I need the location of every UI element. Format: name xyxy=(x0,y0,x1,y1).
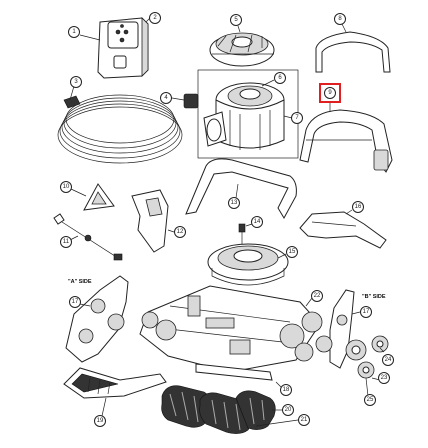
callout-9-label: 9 xyxy=(328,90,332,96)
callout-14 xyxy=(251,216,263,228)
callout-23 xyxy=(378,372,390,384)
callout-17-a-label: 17 xyxy=(72,299,79,305)
callout-25 xyxy=(364,394,376,406)
screw-part xyxy=(238,223,246,246)
a-side-label: "A" SIDE xyxy=(68,279,92,285)
handle-frame-part xyxy=(299,109,393,173)
callout-6 xyxy=(274,72,286,84)
grip-part xyxy=(83,183,115,211)
callout-19-label: 19 xyxy=(97,418,104,424)
bracket-part xyxy=(131,189,169,253)
callout-10-label: 10 xyxy=(63,184,70,190)
callout-17-a xyxy=(69,296,81,308)
callout-21-label: 21 xyxy=(301,417,308,423)
callout-7-label: 7 xyxy=(295,115,299,121)
callout-12 xyxy=(174,226,186,238)
filter-base-part xyxy=(207,243,289,286)
callout-5-label: 5 xyxy=(234,17,238,23)
callout-10 xyxy=(60,181,72,193)
callout-15 xyxy=(286,246,298,258)
callout-9 xyxy=(324,87,336,99)
callout-4 xyxy=(160,92,172,104)
callout-4-label: 4 xyxy=(164,95,168,101)
callout-11 xyxy=(60,236,72,248)
callout-23-label: 23 xyxy=(381,375,388,381)
callout-20 xyxy=(282,404,294,416)
rod-part xyxy=(53,213,123,261)
callout-16-label: 16 xyxy=(355,204,362,210)
callout-16 xyxy=(352,201,364,213)
brush-flap-part xyxy=(63,367,167,399)
callout-3-label: 3 xyxy=(74,79,78,85)
callout-24 xyxy=(382,354,394,366)
callout-19 xyxy=(94,415,106,427)
callout-1 xyxy=(68,26,80,38)
chassis-part xyxy=(139,285,333,373)
side-cover-part xyxy=(299,211,387,249)
callout-22 xyxy=(311,290,323,302)
a-side-plate-part xyxy=(65,275,129,363)
callout-8 xyxy=(334,13,346,25)
callout-3 xyxy=(70,76,82,88)
power-supply-part xyxy=(97,17,149,79)
callout-6-label: 6 xyxy=(278,75,282,81)
callout-11-label: 11 xyxy=(63,239,70,245)
callout-2-label: 2 xyxy=(153,15,157,21)
motor-unit-part xyxy=(203,82,285,150)
cable-coil-part xyxy=(57,94,183,164)
bottom-bar-part xyxy=(195,363,273,381)
callout-8-label: 8 xyxy=(338,16,342,22)
callout-1-label: 1 xyxy=(72,29,76,35)
callout-5 xyxy=(230,14,242,26)
callout-15-label: 15 xyxy=(289,249,296,255)
impeller-part xyxy=(209,32,275,67)
callout-22-label: 22 xyxy=(314,293,321,299)
callout-24-label: 24 xyxy=(385,357,392,363)
roller-tracks-part xyxy=(161,385,276,434)
callout-25-label: 25 xyxy=(367,397,374,403)
handle-part xyxy=(315,31,391,73)
callout-2 xyxy=(149,12,161,24)
callout-17-b xyxy=(360,306,372,318)
callout-21 xyxy=(298,414,310,426)
callout-7 xyxy=(291,112,303,124)
highlight-box xyxy=(319,83,341,103)
callout-13 xyxy=(228,197,240,209)
callout-18-label: 18 xyxy=(283,387,290,393)
wheel-set-part xyxy=(345,335,389,379)
callout-18 xyxy=(280,384,292,396)
top-frame-part xyxy=(185,158,297,220)
callout-17-b-label: 17 xyxy=(363,309,370,315)
bearing-part xyxy=(183,93,199,109)
callout-20-label: 20 xyxy=(285,407,292,413)
callout-12-label: 12 xyxy=(177,229,184,235)
b-side-label: "B" SIDE xyxy=(362,294,386,300)
callout-13-label: 13 xyxy=(231,200,238,206)
callout-14-label: 14 xyxy=(254,219,261,225)
